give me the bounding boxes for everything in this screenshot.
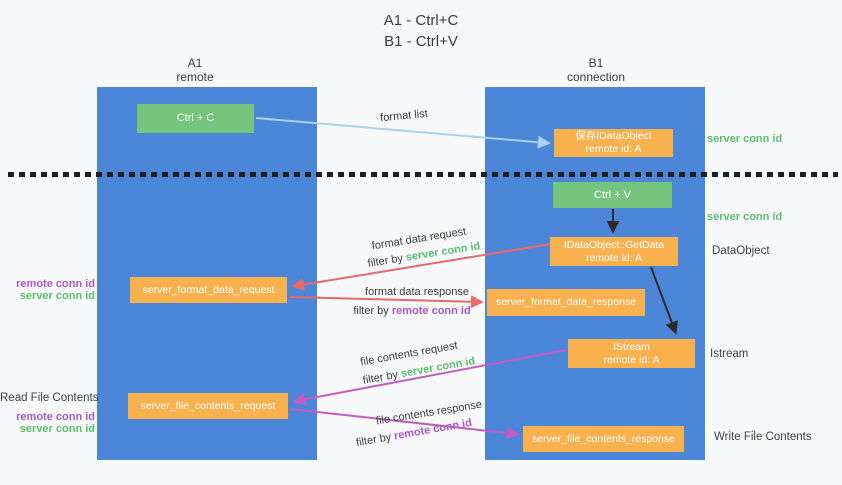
lifeline-b1-name: B1 bbox=[588, 56, 604, 70]
server-format-data-request-label: server_format_data_request bbox=[142, 283, 275, 296]
filter-by-text-2: filter by bbox=[353, 305, 392, 317]
node-ctrl-v: Ctrl + V bbox=[553, 182, 672, 208]
lifeline-b1-role: connection bbox=[566, 70, 626, 84]
node-server-file-contents-response: server_file_contents_response bbox=[523, 426, 684, 452]
label-format-data-response: format data response bbox=[365, 286, 469, 298]
title-line-2: B1 - Ctrl+V bbox=[384, 33, 458, 50]
lifeline-a1-role: remote bbox=[176, 70, 214, 84]
annotation-server-conn-id-top: server conn id bbox=[707, 133, 783, 145]
filter-by-text-1: filter by bbox=[366, 251, 407, 270]
annotation-server-conn-id-mid: server conn id bbox=[707, 211, 783, 223]
remote-conn-id-left-1: remote conn id bbox=[16, 278, 95, 290]
label-filter-by-remote-1: filter by remote conn id bbox=[353, 305, 470, 317]
node-ctrl-c: Ctrl + C bbox=[137, 104, 254, 133]
ctrl-c-label: Ctrl + C bbox=[176, 112, 215, 124]
node-server-format-data-request: server_format_data_request bbox=[130, 277, 287, 303]
node-save-idataobject: 保存IDataObject remote id: A bbox=[554, 129, 673, 157]
lifeline-header-a1: A1 remote bbox=[85, 56, 305, 84]
filter-by-text-3: filter by bbox=[361, 368, 402, 387]
ctrl-v-label: Ctrl + V bbox=[594, 188, 631, 201]
istream-line2: remote id: A bbox=[603, 353, 660, 366]
node-server-file-contents-request: server_file_contents_request bbox=[128, 393, 288, 419]
annotation-left-conn-ids-1: remote conn id server conn id bbox=[0, 278, 95, 302]
label-filter-by-remote-2: filter by remote conn id bbox=[355, 417, 473, 449]
remote-conn-id-text-1: remote conn id bbox=[391, 305, 471, 317]
remote-conn-id-left-2: remote conn id bbox=[16, 411, 95, 423]
lifeline-a1-name: A1 bbox=[187, 56, 203, 70]
node-istream: IStream remote id: A bbox=[568, 339, 695, 368]
filter-by-text-4: filter by bbox=[355, 430, 396, 450]
node-server-format-data-response: server_format_data_response bbox=[487, 289, 645, 316]
annotation-dataobject: DataObject bbox=[712, 245, 770, 257]
getdata-line2: remote id: A bbox=[585, 251, 643, 264]
label-format-list: format list bbox=[379, 107, 429, 125]
server-file-contents-response-label: server_file_contents_response bbox=[531, 432, 675, 445]
server-conn-id-left-2: server conn id bbox=[19, 423, 95, 435]
annotation-write-file-contents: Write File Contents bbox=[714, 431, 812, 443]
annotation-istream: Istream bbox=[710, 348, 749, 360]
server-conn-id-left-1: server conn id bbox=[19, 290, 95, 302]
save-idataobject-line2: remote id: A bbox=[585, 143, 642, 155]
annotation-read-file-contents: Read File Contents bbox=[0, 392, 99, 404]
lifeline-header-b1: B1 connection bbox=[486, 56, 706, 84]
node-idataobject-getdata: IDataObject::GetData remote id: A bbox=[550, 237, 678, 266]
getdata-line1: IDataObject::GetData bbox=[563, 238, 665, 251]
server-file-contents-request-label: server_file_contents_request bbox=[140, 399, 276, 412]
phase-separator-dotted-line bbox=[8, 172, 838, 177]
istream-line1: IStream bbox=[613, 340, 650, 353]
diagram-title: A1 - Ctrl+C B1 - Ctrl+V bbox=[0, 10, 842, 52]
annotation-left-conn-ids-2: remote conn id server conn id bbox=[0, 411, 95, 435]
save-idataobject-line1: 保存IDataObject bbox=[575, 130, 652, 142]
title-line-1: A1 - Ctrl+C bbox=[383, 12, 459, 29]
server-format-data-response-label: server_format_data_response bbox=[495, 296, 637, 308]
